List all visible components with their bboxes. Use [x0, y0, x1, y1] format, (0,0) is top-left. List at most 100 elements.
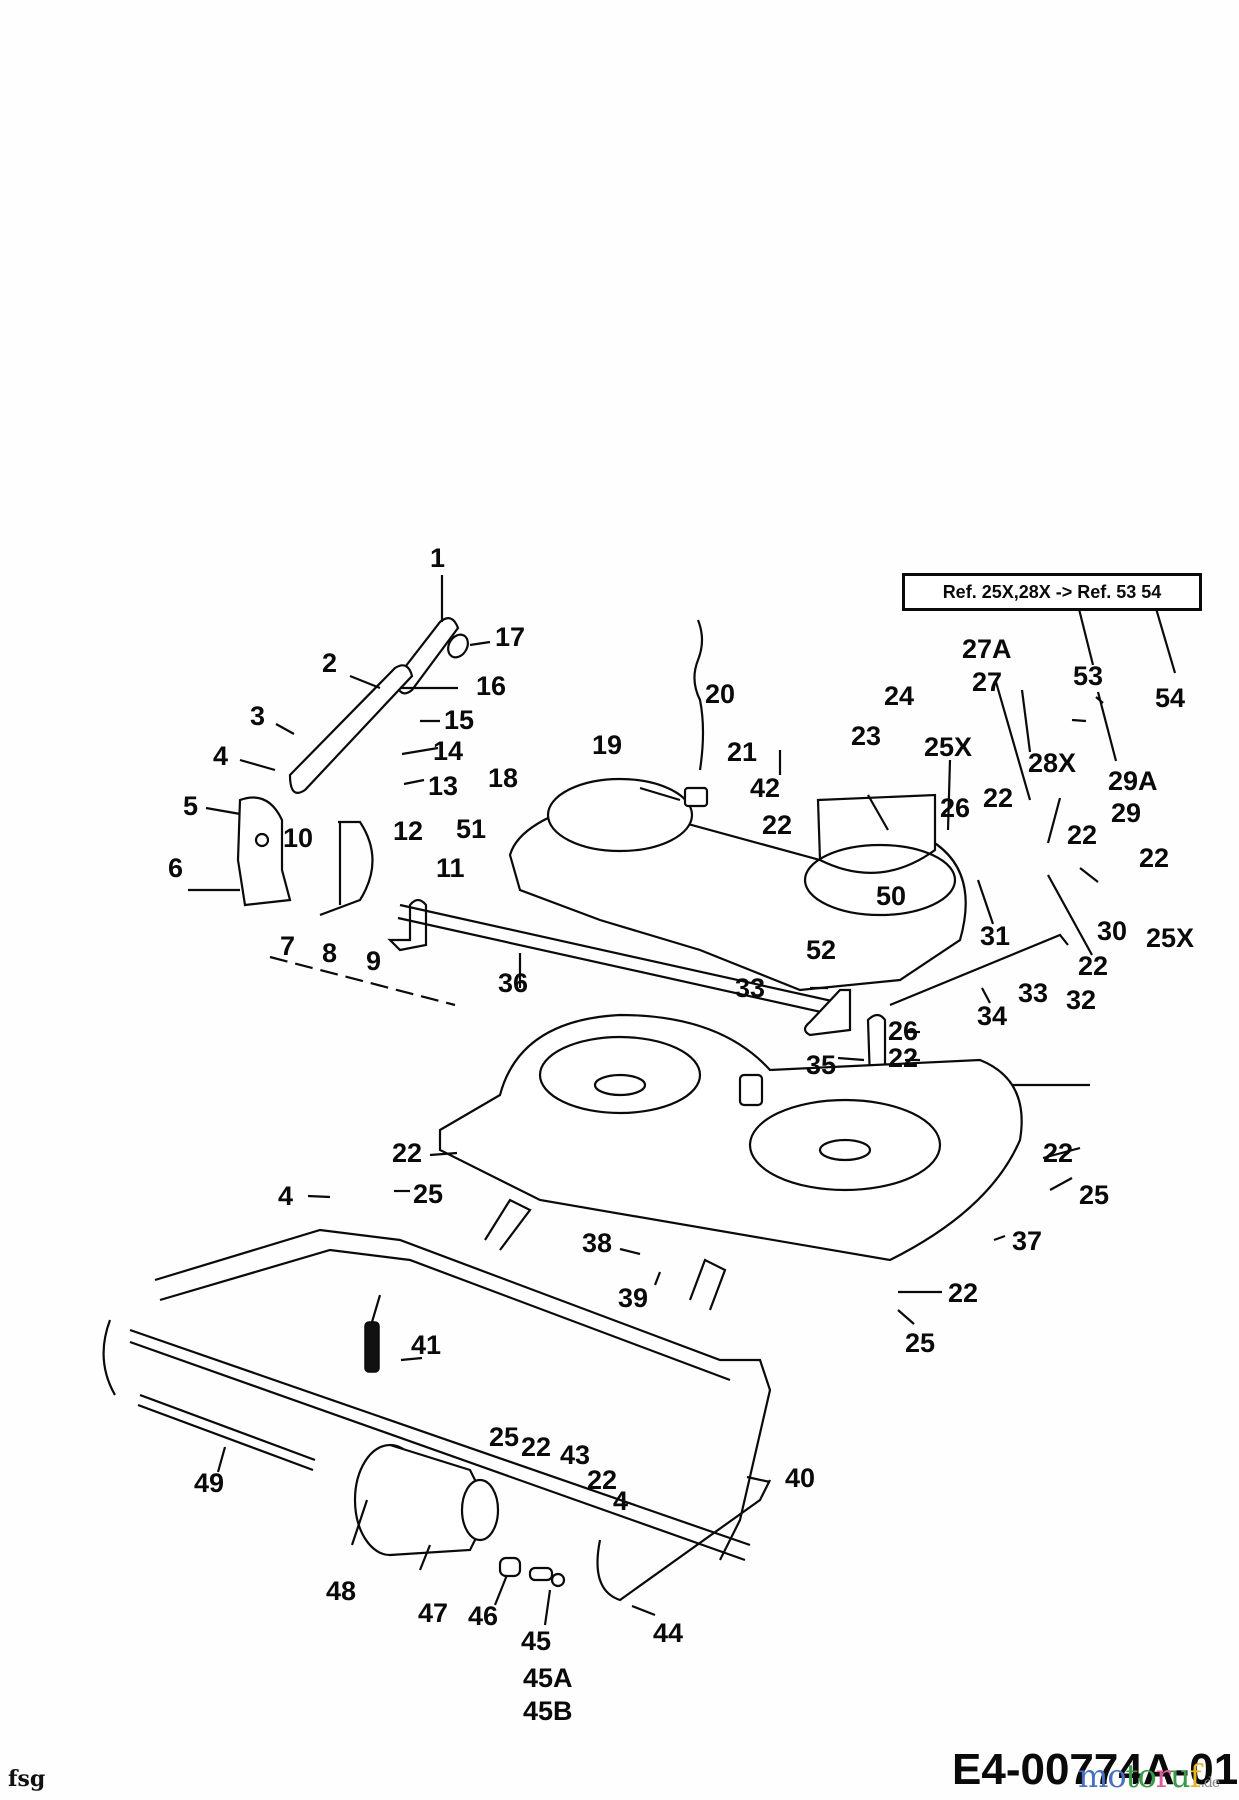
watermark-letter: m — [1078, 1757, 1108, 1795]
part-label-11: 11 — [436, 853, 465, 883]
part-label-13: 13 — [428, 771, 459, 801]
part-label-22e: 22 — [1078, 951, 1109, 981]
part-label-29A: 29A — [1108, 766, 1158, 796]
part-label-45A: 45A — [523, 1663, 573, 1693]
part-label-44: 44 — [653, 1618, 684, 1648]
belt-cover — [508, 777, 967, 992]
part-label-22i: 22 — [948, 1278, 979, 1308]
spring — [364, 1294, 382, 1373]
part-label-22h: 22 — [1043, 1138, 1074, 1168]
part-label-21: 21 — [727, 737, 758, 767]
reference-note-text: Ref. 25X,28X -> Ref. 53 54 — [942, 581, 1162, 602]
part-label-43: 43 — [560, 1440, 591, 1470]
part-label-4c: 4 — [613, 1486, 629, 1516]
part-label-40: 40 — [785, 1463, 816, 1493]
watermark-logo: motoruf.de — [1078, 1757, 1220, 1795]
part-label-45B: 45B — [523, 1696, 573, 1726]
part-label-20: 20 — [705, 679, 736, 709]
part-label-50: 50 — [876, 881, 907, 911]
part-label-14: 14 — [433, 736, 464, 766]
part-label-47: 47 — [418, 1598, 449, 1628]
part-label-16: 16 — [476, 671, 507, 701]
part-label-22a: 22 — [762, 810, 793, 840]
part-label-46: 46 — [468, 1601, 499, 1631]
part-label-41: 41 — [411, 1330, 442, 1360]
roller — [353, 1443, 566, 1588]
part-label-27: 27 — [972, 667, 1003, 697]
part-label-1: 1 — [430, 543, 446, 573]
part-label-18: 18 — [488, 763, 519, 793]
watermark-letter: o — [1137, 1757, 1156, 1795]
part-label-22f: 22 — [888, 1043, 919, 1073]
part-label-54: 54 — [1155, 683, 1186, 713]
part-label-7: 7 — [280, 931, 296, 961]
part-label-22k: 22 — [587, 1465, 618, 1495]
part-label-12: 12 — [393, 816, 424, 846]
part-label-35: 35 — [806, 1050, 837, 1080]
lift-frame — [102, 1198, 772, 1602]
part-label-38: 38 — [582, 1228, 613, 1258]
hardware-leaders — [216, 604, 1177, 1626]
part-label-31: 31 — [980, 921, 1011, 951]
part-label-3: 3 — [250, 701, 266, 731]
part-label-17: 17 — [495, 622, 526, 652]
part-label-8: 8 — [322, 938, 338, 968]
lift-rod — [397, 903, 1069, 1020]
part-label-45: 45 — [521, 1626, 552, 1656]
watermark-letter: r — [1155, 1757, 1171, 1795]
part-label-25Xb: 25X — [1146, 923, 1195, 953]
watermark-letter: t — [1125, 1757, 1139, 1795]
watermark-letter: o — [1107, 1757, 1126, 1795]
part-label-22d: 22 — [1139, 843, 1170, 873]
part-label-22b: 22 — [983, 783, 1014, 813]
mower-deck — [438, 1013, 1023, 1262]
part-label-53: 53 — [1073, 661, 1104, 691]
part-label-29: 29 — [1111, 798, 1142, 828]
part-label-25d: 25 — [489, 1422, 520, 1452]
part-label-30: 30 — [1097, 916, 1128, 946]
part-label-37: 37 — [1012, 1226, 1043, 1256]
part-label-25Xa: 25X — [924, 732, 973, 762]
leader-lines — [188, 575, 1090, 1087]
part-label-48: 48 — [326, 1576, 357, 1606]
watermark-letter: u — [1170, 1757, 1191, 1795]
part-label-23: 23 — [851, 721, 882, 751]
part-label-6: 6 — [168, 853, 184, 883]
part-label-25a: 25 — [413, 1179, 444, 1209]
part-label-49: 49 — [194, 1468, 225, 1498]
part-label-51: 51 — [456, 814, 487, 844]
part-label-33a: 33 — [735, 973, 766, 1003]
part-label-36: 36 — [498, 968, 529, 998]
part-label-26a: 26 — [940, 793, 971, 823]
part-label-52: 52 — [806, 935, 837, 965]
part-label-25b: 25 — [1079, 1180, 1110, 1210]
part-label-22g: 22 — [392, 1138, 423, 1168]
part-label-15: 15 — [444, 705, 475, 735]
part-label-26b: 26 — [888, 1016, 919, 1046]
watermark-letter: f — [1189, 1757, 1202, 1795]
lift-handle-tube — [288, 617, 469, 794]
side-bracket — [236, 796, 428, 952]
part-label-27A: 27A — [962, 634, 1012, 664]
part-label-9: 9 — [366, 946, 382, 976]
author-mark: fsg — [8, 1766, 46, 1792]
part-label-32: 32 — [1066, 985, 1097, 1015]
diagram-code: E4-00774A-01 — [952, 1745, 1239, 1794]
part-label-34: 34 — [977, 1001, 1008, 1031]
part-label-22c: 22 — [1067, 820, 1098, 850]
part-label-28X: 28X — [1028, 748, 1077, 778]
part-label-10: 10 — [283, 823, 314, 853]
part-label-33b: 33 — [1018, 978, 1049, 1008]
reference-note-box: Ref. 25X,28X -> Ref. 53 54 — [902, 573, 1202, 611]
part-label-4a: 4 — [213, 741, 229, 771]
part-label-2: 2 — [322, 648, 338, 678]
part-label-4b: 4 — [278, 1181, 294, 1211]
watermark-suffix: .de — [1200, 1775, 1220, 1791]
part-label-19: 19 — [592, 730, 623, 760]
part-label-42: 42 — [750, 773, 781, 803]
part-label-5: 5 — [183, 791, 199, 821]
part-label-39: 39 — [618, 1283, 649, 1313]
part-label-22j: 22 — [521, 1432, 552, 1462]
part-label-25c: 25 — [905, 1328, 936, 1358]
